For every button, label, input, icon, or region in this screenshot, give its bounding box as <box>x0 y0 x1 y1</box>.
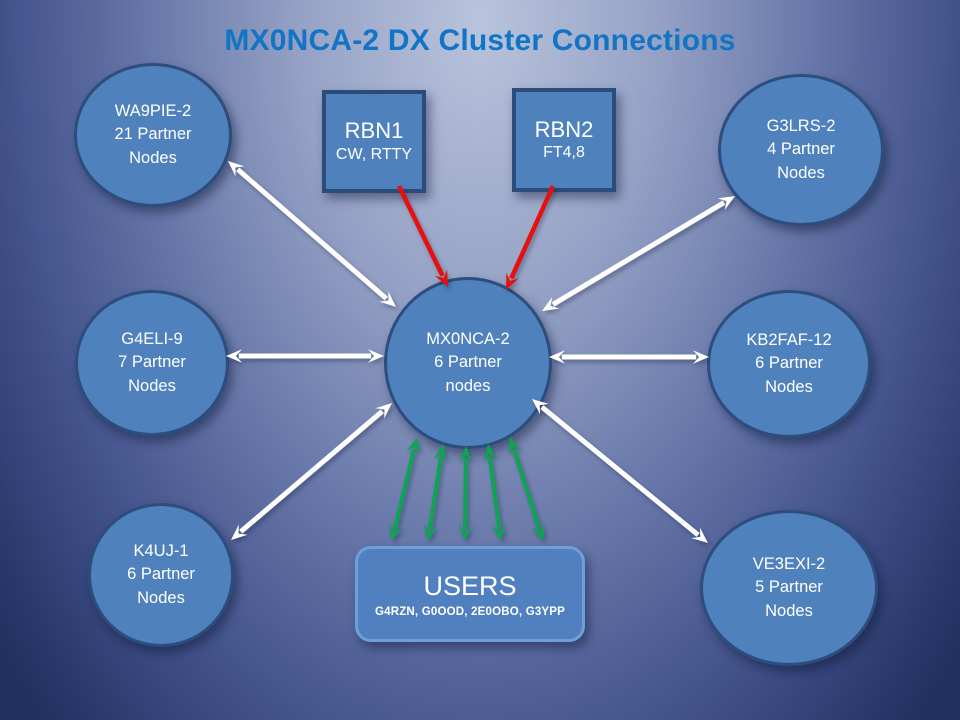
link-k4uj-center <box>231 403 392 540</box>
users-member-callsigns: G4RZN, G0OOD, 2E0OBO, G3YPP <box>374 606 566 619</box>
node-callsign: MX0NCA-2 <box>426 329 510 348</box>
node-partner-label: Nodes <box>777 163 825 182</box>
node-partner-count: 4 Partner <box>767 140 835 159</box>
node-ve3exi-2: VE3EXI-2 5 Partner Nodes <box>700 510 878 666</box>
node-wa9pie-2: WA9PIE-2 21 Partner Nodes <box>74 63 232 207</box>
node-callsign: G3LRS-2 <box>766 116 836 135</box>
node-partner-label: Nodes <box>765 377 813 396</box>
node-partner-count: 6 Partner <box>434 353 502 372</box>
node-partner-count: 6 Partner <box>755 354 823 373</box>
link-users-center-4 <box>483 444 506 541</box>
node-callsign: KB2FAF-12 <box>746 330 832 349</box>
node-callsign: WA9PIE-2 <box>114 101 192 120</box>
link-ve3exi-center <box>532 399 708 543</box>
diagram-title: MX0NCA-2 DX Cluster Connections <box>224 24 736 57</box>
link-rbn2-center <box>506 185 556 290</box>
link-rbn1-center <box>396 185 448 287</box>
node-partner-count: 21 Partner <box>114 125 192 144</box>
node-mx0nca-2-center: MX0NCA-2 6 Partner nodes <box>384 277 552 449</box>
feed-modes: CW, RTTY <box>335 145 413 163</box>
node-partner-count: 7 Partner <box>118 353 186 372</box>
node-k4uj-1: K4UJ-1 6 Partner Nodes <box>88 503 234 647</box>
link-users-center-2 <box>423 444 448 541</box>
feed-name: RBN2 <box>534 116 594 142</box>
node-partner-label: Nodes <box>129 148 177 167</box>
node-callsign: VE3EXI-2 <box>752 554 826 573</box>
link-users-center-3 <box>458 446 473 541</box>
node-kb2faf-12: KB2FAF-12 6 Partner Nodes <box>707 290 871 438</box>
link-kb2faf-center <box>549 350 709 364</box>
node-partner-count: 6 Partner <box>127 565 195 584</box>
node-partner-label: Nodes <box>137 588 185 607</box>
node-partner-count: 5 Partner <box>755 578 823 597</box>
link-g4eli-center <box>226 349 384 363</box>
link-g3lrs-center <box>542 196 735 311</box>
node-partner-label: Nodes <box>128 376 176 395</box>
node-callsign: G4ELI-9 <box>121 329 183 348</box>
node-partner-label: nodes <box>445 376 491 395</box>
link-users-center-1 <box>389 437 420 541</box>
node-callsign: K4UJ-1 <box>133 541 189 560</box>
node-partner-label: Nodes <box>765 601 813 620</box>
node-rbn2: RBN2 FT4,8 <box>512 88 616 192</box>
node-rbn1: RBN1 CW, RTTY <box>322 90 426 193</box>
link-users-center-5 <box>508 437 545 541</box>
node-g4eli-9: G4ELI-9 7 Partner Nodes <box>75 290 229 436</box>
node-users: USERS G4RZN, G0OOD, 2E0OBO, G3YPP <box>355 546 585 642</box>
feed-name: RBN1 <box>344 118 404 144</box>
feed-modes: FT4,8 <box>543 144 585 162</box>
users-title: USERS <box>423 570 517 601</box>
node-g3lrs-2: G3LRS-2 4 Partner Nodes <box>718 74 884 226</box>
